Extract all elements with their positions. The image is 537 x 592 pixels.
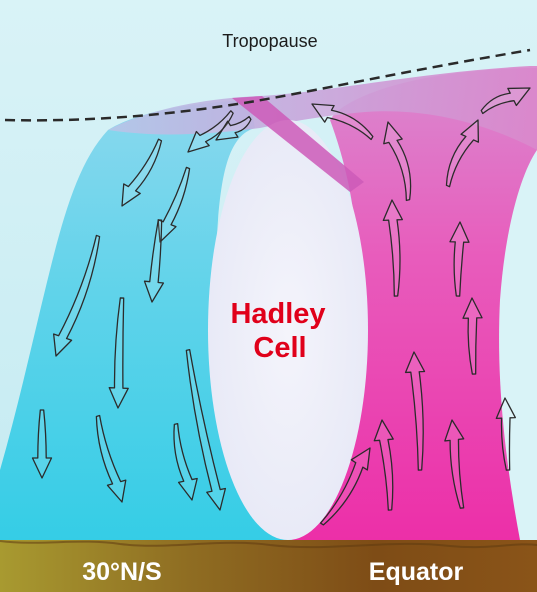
cell-title-line-1: Hadley — [230, 298, 325, 330]
tropopause-label: Tropopause — [222, 31, 317, 51]
latitude-30-label: 30°N/S — [82, 558, 161, 586]
cell-title-line-2: Cell — [253, 332, 306, 364]
equator-label: Equator — [369, 558, 464, 586]
